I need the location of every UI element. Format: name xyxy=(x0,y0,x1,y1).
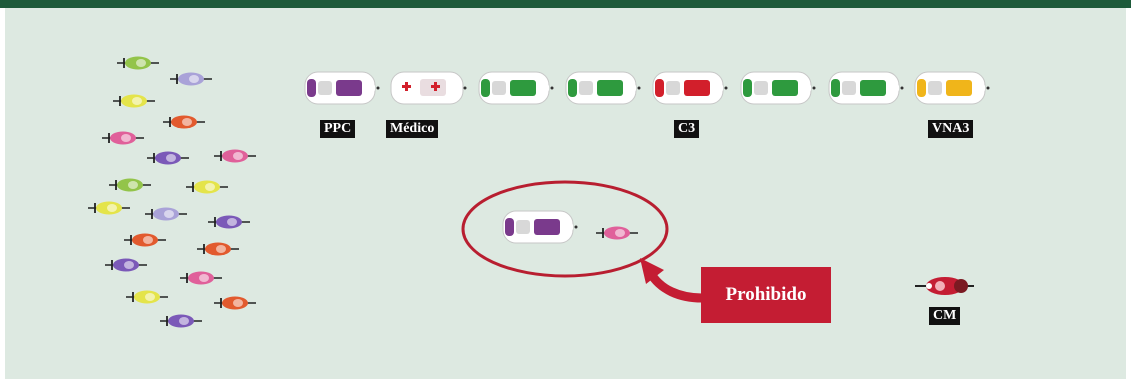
cyclist-icon xyxy=(146,150,190,166)
car-icon xyxy=(740,71,816,105)
car-icon xyxy=(914,71,990,105)
cyclist-icon xyxy=(116,55,160,71)
motorbike-icon xyxy=(915,277,974,295)
cyclist-icon xyxy=(196,241,240,257)
car-icon xyxy=(652,71,728,105)
prohibited-zone-ring xyxy=(461,180,669,278)
car-icon xyxy=(304,71,380,105)
curved-arrow-icon xyxy=(640,258,707,303)
peloton xyxy=(87,55,257,329)
label-ppc: PPC xyxy=(320,120,356,138)
cyclist-icon xyxy=(159,313,203,329)
cyclist-icon xyxy=(595,225,639,241)
car-icon xyxy=(565,71,641,105)
cyclist-icon xyxy=(207,214,251,230)
label-medico: Médico xyxy=(386,120,439,138)
cyclist-icon xyxy=(185,179,229,195)
cyclist-icon xyxy=(162,114,206,130)
cyclist-icon xyxy=(101,130,145,146)
header-bar xyxy=(0,0,1131,8)
cyclist-icon xyxy=(123,232,167,248)
car-icon xyxy=(478,71,554,105)
cyclist-icon xyxy=(144,206,188,222)
prohibido-label: Prohibido xyxy=(701,267,831,323)
cyclist-icon xyxy=(112,93,156,109)
cyclist-icon xyxy=(104,257,148,273)
cyclist-icon xyxy=(179,270,223,286)
label-c3: C3 xyxy=(674,120,700,138)
ambulance-icon xyxy=(390,71,467,105)
cyclist-icon xyxy=(87,200,131,216)
label-vna3: VNA3 xyxy=(928,120,974,138)
cyclist-icon xyxy=(169,71,213,87)
cyclist-icon xyxy=(108,177,152,193)
cyclist-icon xyxy=(213,295,257,311)
vehicle-convoy xyxy=(304,71,990,105)
cyclist-icon xyxy=(125,289,169,305)
car-icon xyxy=(502,210,578,244)
car-icon xyxy=(828,71,904,105)
label-cm: CM xyxy=(929,307,961,325)
cyclist-icon xyxy=(213,148,257,164)
